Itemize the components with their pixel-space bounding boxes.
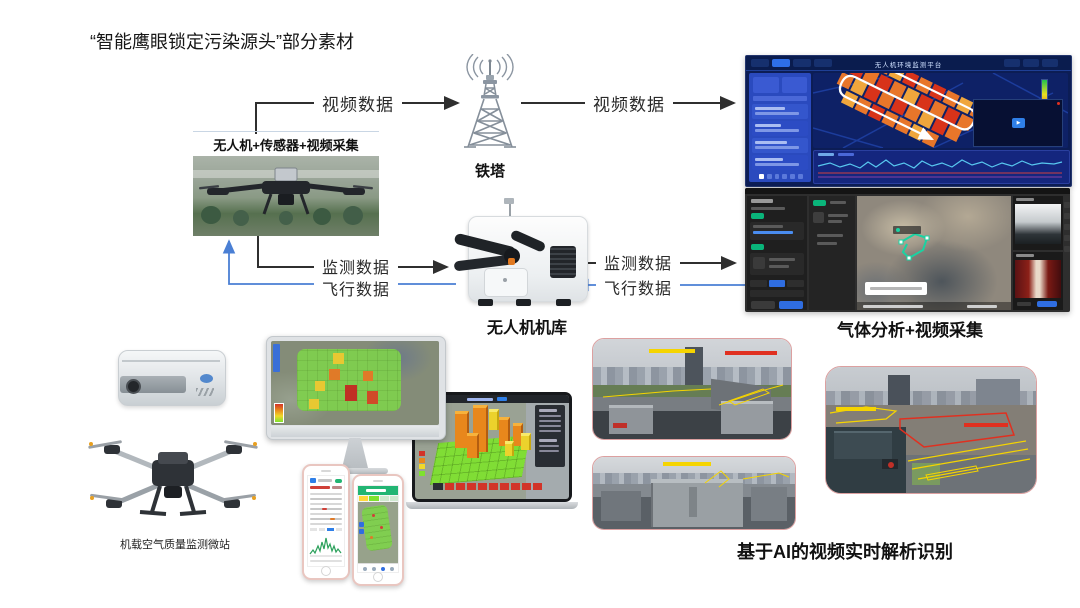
gas-list-panel [809, 196, 855, 310]
gas-confirm-button [779, 301, 803, 309]
aerial-photo-city-2 [592, 456, 796, 530]
play-button: ▶ [1012, 118, 1025, 128]
dock-vent [550, 246, 576, 278]
aerial-photo-city-1 [592, 338, 792, 440]
sensor-box-image [118, 350, 226, 406]
sensor-logo [200, 374, 213, 383]
phone1-screen [307, 475, 345, 567]
tower-label: 铁塔 [474, 163, 505, 180]
flow-label-monitor-1: 监测数据 [313, 254, 399, 278]
imac-image [266, 336, 446, 484]
dock-image [452, 198, 602, 316]
quadcopter-image [88, 440, 258, 516]
monitor-platform-screenshot: 无人机环境监测平台 [745, 55, 1072, 187]
photo1-annotation-yellow [649, 349, 695, 353]
dashboard-map: ▶ [813, 73, 1068, 148]
phone-map-app [352, 474, 404, 586]
dashboard-heatband [827, 73, 989, 148]
imac-screen [271, 341, 439, 425]
gas-thermal-button [1037, 301, 1057, 307]
dashboard-video-window: ▶ [973, 99, 1063, 147]
gas-analysis-screenshot [745, 188, 1070, 312]
slide-title: “智能鹰眼锁定污染源头”部分素材 [90, 32, 354, 52]
gas-video-top [1013, 196, 1063, 250]
phones-group [298, 458, 418, 590]
phone2-screen [357, 485, 399, 573]
drone-card: 无人机+传感器+视频采集 [193, 131, 379, 236]
dashboard-chart [813, 150, 1070, 184]
photo1-annotation-red [725, 351, 777, 355]
imac-map-legend [274, 403, 284, 423]
dashboard-sidebar [749, 73, 811, 182]
gas-video-thermal [1013, 252, 1063, 310]
tower-icon [464, 54, 516, 148]
imac-base [322, 468, 388, 474]
gas-cancel-button [751, 301, 775, 309]
radio-waves-icon [466, 54, 514, 81]
sensor-lens [126, 379, 141, 394]
photo3-annotation-yellow [836, 407, 876, 411]
flow-label-video-1: 视频数据 [314, 90, 402, 116]
dock-door [484, 268, 528, 297]
gas-map [857, 196, 1011, 310]
phone1-sparkline [309, 537, 342, 557]
photo2-annotation-yellow [663, 462, 711, 466]
laptop-right-panel [535, 405, 565, 467]
flow-label-monitor-2: 监测数据 [595, 250, 681, 274]
gas-left-panel [747, 196, 807, 310]
drone-photo [193, 156, 379, 236]
dock-camera [504, 198, 514, 204]
phone-data-app [302, 464, 350, 580]
dashboard-header: 无人机环境监测平台 [746, 56, 1071, 71]
dock-button [508, 258, 515, 265]
dock-label: 无人机机库 [486, 320, 567, 337]
phone2-map-overlay [361, 504, 393, 552]
ai-label: 基于AI的视频实时解析识别 [737, 542, 953, 562]
flow-label-video-2: 视频数据 [585, 90, 673, 116]
drone-silhouette [199, 167, 373, 215]
flow-label-flight-1: 飞行数据 [313, 276, 399, 300]
aerial-photo-site [825, 366, 1037, 494]
flow-label-flight-2: 飞行数据 [595, 275, 681, 299]
gas-right-toolbar [1064, 202, 1070, 302]
photo3-annotation-red [964, 423, 1008, 427]
gas-label: 气体分析+视频采集 [837, 321, 983, 340]
gas-map-tooltip [865, 282, 927, 295]
dashboard-title: 无人机环境监测平台 [874, 62, 943, 69]
drone-card-label: 无人机+传感器+视频采集 [213, 138, 359, 153]
station-label: 机载空气质量监测微站 [120, 539, 230, 551]
